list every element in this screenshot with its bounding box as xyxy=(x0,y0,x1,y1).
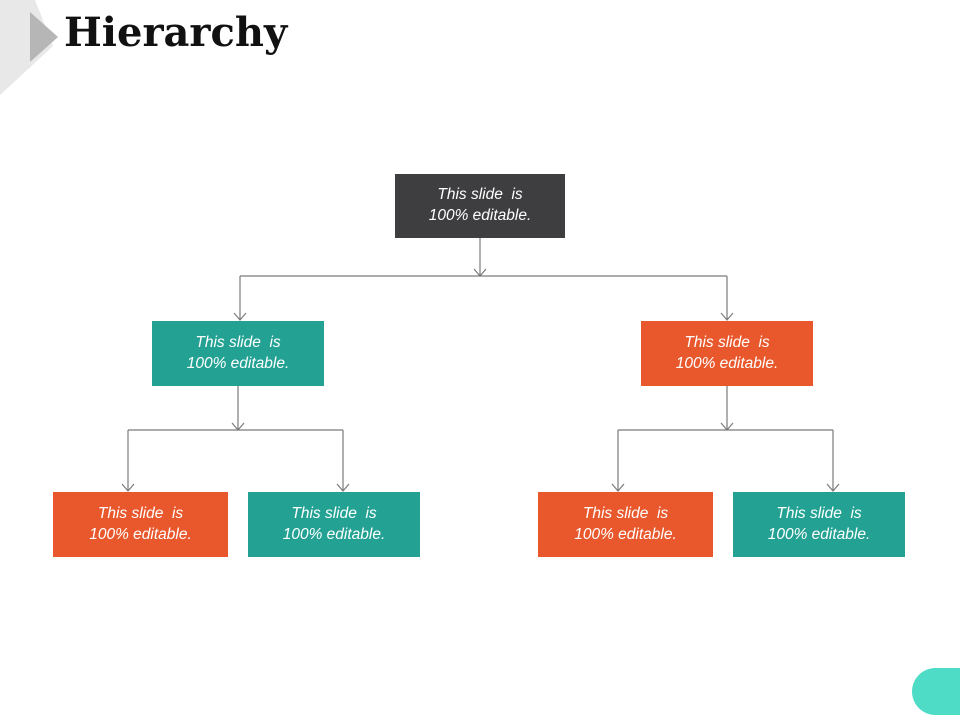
org-node-text: This slide is 100% editable. xyxy=(89,504,192,543)
org-node-root: This slide is 100% editable. xyxy=(395,174,565,238)
org-node-text: This slide is 100% editable. xyxy=(574,504,677,543)
org-node-text: This slide is 100% editable. xyxy=(282,504,386,543)
org-node-level2-left: This slide is 100% editable. xyxy=(152,321,324,386)
mid-triangle-icon xyxy=(30,12,58,62)
corner-pill-decoration xyxy=(912,668,960,715)
org-node-level3-1: This slide is 100% editable. xyxy=(53,492,228,557)
title-arrow-decoration xyxy=(0,0,58,95)
slide-title: Hierarchy xyxy=(64,9,288,56)
org-node-level2-right: This slide is 100% editable. xyxy=(641,321,813,386)
org-node-text: This slide is 100% editable. xyxy=(767,504,871,543)
org-node-text: This slide is 100% editable. xyxy=(428,186,532,224)
org-node-level3-2: This slide is 100% editable. xyxy=(248,492,420,557)
org-node-level3-4: This slide is 100% editable. xyxy=(733,492,905,557)
connector-root-to-level2 xyxy=(233,238,734,321)
connector-right-to-level3 xyxy=(611,386,840,492)
org-node-level3-3: This slide is 100% editable. xyxy=(538,492,713,557)
connector-left-to-level3 xyxy=(121,386,350,492)
org-node-text: This slide is 100% editable. xyxy=(186,333,290,372)
org-node-text: This slide is 100% editable. xyxy=(675,333,779,372)
